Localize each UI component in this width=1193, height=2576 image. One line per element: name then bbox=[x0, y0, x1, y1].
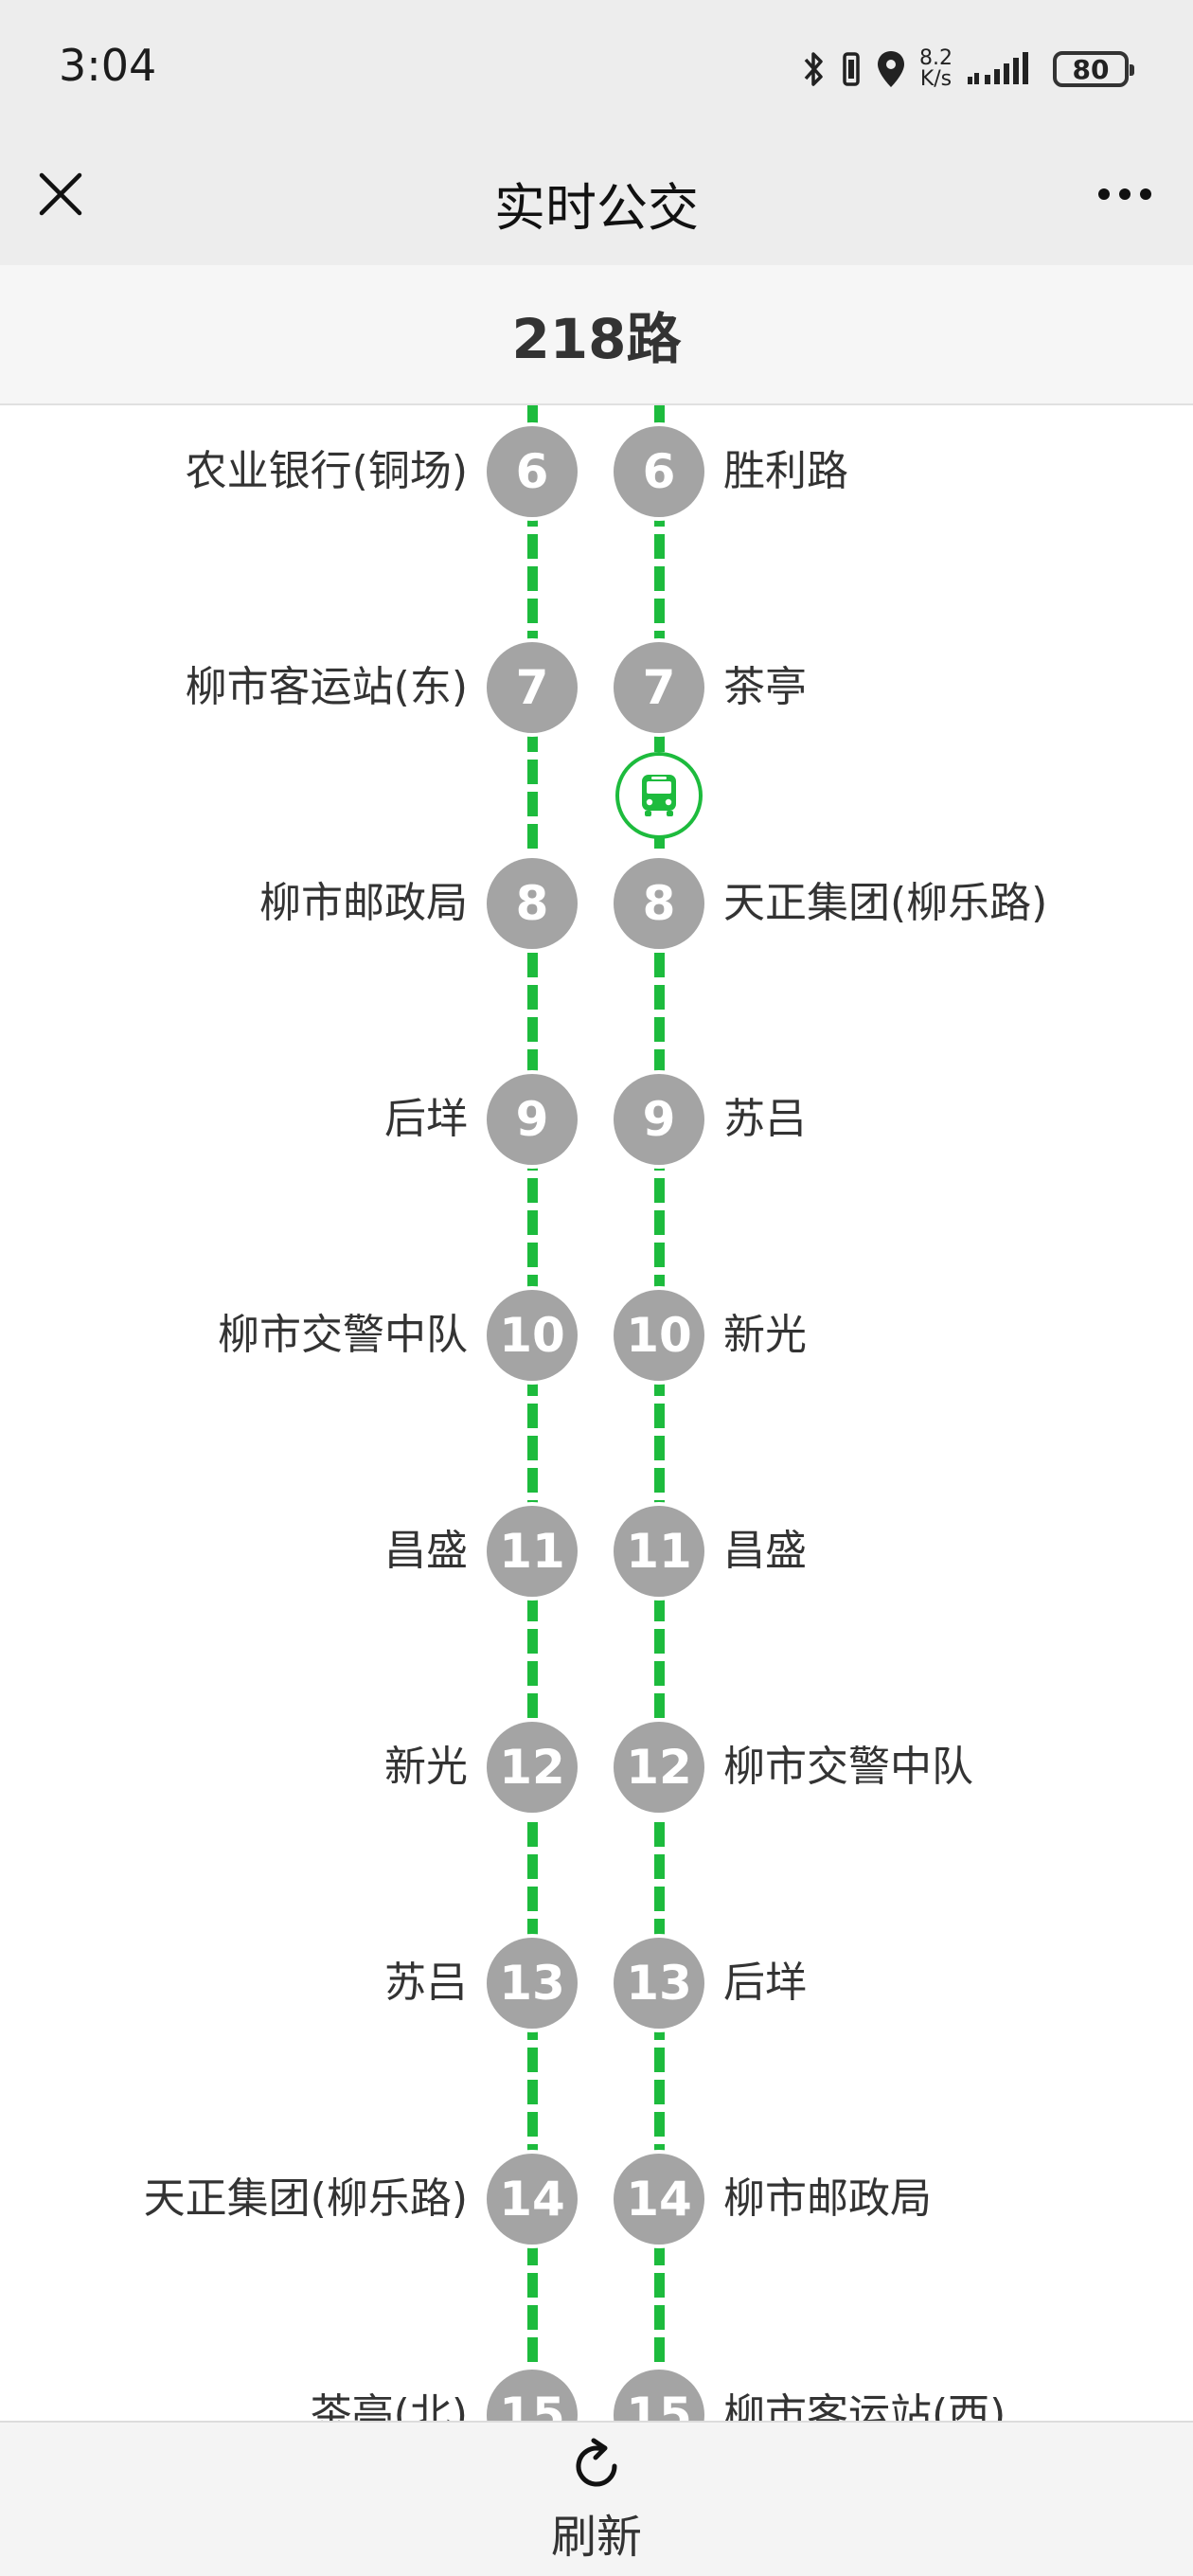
battery-indicator: 80 bbox=[1053, 51, 1134, 87]
status-bar: 3:04 8.2 K/s bbox=[0, 0, 1193, 137]
more-button[interactable] bbox=[1087, 164, 1163, 224]
stop-row[interactable]: 昌盛 11 11 昌盛 bbox=[0, 1506, 1193, 1597]
stop-name-left: 苏吕 bbox=[384, 1959, 468, 2007]
stop-number-left: 6 bbox=[487, 426, 578, 517]
stop-number-right: 6 bbox=[614, 426, 704, 517]
refresh-icon bbox=[576, 2438, 617, 2487]
stop-name-left: 柳市交警中队 bbox=[218, 1311, 468, 1359]
stop-number-left: 10 bbox=[487, 1290, 578, 1381]
stop-number-left: 8 bbox=[487, 858, 578, 949]
route-line-right bbox=[654, 405, 665, 2421]
stop-number-right: 13 bbox=[614, 1938, 704, 2029]
stop-row[interactable]: 柳市交警中队 10 10 新光 bbox=[0, 1290, 1193, 1381]
stop-name-left: 后垟 bbox=[384, 1095, 468, 1143]
nav-bar: 实时公交 bbox=[0, 137, 1193, 265]
stop-name-left: 柳市邮政局 bbox=[259, 879, 468, 927]
stop-name-right: 柳市客运站(西) bbox=[723, 2390, 1006, 2421]
stop-number-left: 9 bbox=[487, 1074, 578, 1165]
route-line-left bbox=[527, 405, 538, 2421]
stop-name-right: 昌盛 bbox=[723, 1527, 807, 1575]
stop-number-right: 10 bbox=[614, 1290, 704, 1381]
stop-number-left: 12 bbox=[487, 1722, 578, 1813]
network-speed-unit: K/s bbox=[919, 67, 953, 91]
bus-icon bbox=[642, 775, 676, 816]
status-icons: 8.2 K/s 80 bbox=[802, 43, 1134, 96]
close-button[interactable] bbox=[30, 164, 91, 224]
stop-name-left: 新光 bbox=[384, 1743, 468, 1791]
stop-name-right: 苏吕 bbox=[723, 1095, 807, 1143]
stop-name-right: 茶亭 bbox=[723, 663, 807, 711]
stop-row[interactable]: 茶亭(北) 15 15 柳市客运站(西) bbox=[0, 2370, 1193, 2421]
network-speed-value: 8.2 bbox=[919, 46, 953, 70]
bluetooth-icon bbox=[804, 52, 823, 86]
page-title: 实时公交 bbox=[494, 178, 699, 238]
refresh-button[interactable]: 刷新 bbox=[0, 2421, 1193, 2576]
more-dot-icon bbox=[1119, 188, 1131, 200]
stop-number-left: 13 bbox=[487, 1938, 578, 2029]
status-time: 3:04 bbox=[59, 40, 157, 91]
stop-name-left: 柳市客运站(东) bbox=[185, 663, 468, 711]
signal-icon bbox=[968, 52, 1028, 84]
stop-number-right: 15 bbox=[614, 2370, 704, 2421]
stop-number-right: 9 bbox=[614, 1074, 704, 1165]
stop-name-right: 后垟 bbox=[723, 1959, 807, 2007]
stop-name-right: 天正集团(柳乐路) bbox=[723, 879, 1048, 927]
stop-name-left: 茶亭(北) bbox=[310, 2390, 468, 2421]
bus-marker[interactable] bbox=[615, 752, 703, 839]
stop-number-right: 8 bbox=[614, 858, 704, 949]
stop-number-right: 14 bbox=[614, 2154, 704, 2245]
network-speed: 8.2 K/s bbox=[919, 48, 953, 90]
refresh-label: 刷新 bbox=[550, 2511, 642, 2564]
route-name: 218路 bbox=[511, 307, 682, 371]
stop-name-left: 天正集团(柳乐路) bbox=[143, 2174, 468, 2223]
stop-name-left: 农业银行(铜场) bbox=[185, 447, 468, 495]
stop-name-right: 胜利路 bbox=[723, 447, 848, 495]
stop-number-left: 11 bbox=[487, 1506, 578, 1597]
stop-name-right: 柳市邮政局 bbox=[723, 2174, 932, 2223]
stop-row[interactable]: 苏吕 13 13 后垟 bbox=[0, 1938, 1193, 2029]
stop-name-right: 柳市交警中队 bbox=[723, 1743, 973, 1791]
route-header: 218路 bbox=[0, 265, 1193, 405]
more-dot-icon bbox=[1098, 188, 1110, 200]
battery-level: 80 bbox=[1072, 53, 1110, 85]
stop-number-left: 14 bbox=[487, 2154, 578, 2245]
stop-number-left: 7 bbox=[487, 642, 578, 733]
vibrate-icon bbox=[843, 52, 860, 86]
stop-number-left: 15 bbox=[487, 2370, 578, 2421]
close-icon bbox=[39, 172, 82, 216]
stop-number-right: 12 bbox=[614, 1722, 704, 1813]
location-icon bbox=[878, 51, 904, 87]
stop-row[interactable]: 天正集团(柳乐路) 14 14 柳市邮政局 bbox=[0, 2154, 1193, 2245]
more-dot-icon bbox=[1140, 188, 1151, 200]
stop-row[interactable]: 新光 12 12 柳市交警中队 bbox=[0, 1722, 1193, 1813]
stop-number-right: 11 bbox=[614, 1506, 704, 1597]
stop-name-right: 新光 bbox=[723, 1311, 807, 1359]
stop-name-left: 昌盛 bbox=[384, 1527, 468, 1575]
stop-number-right: 7 bbox=[614, 642, 704, 733]
